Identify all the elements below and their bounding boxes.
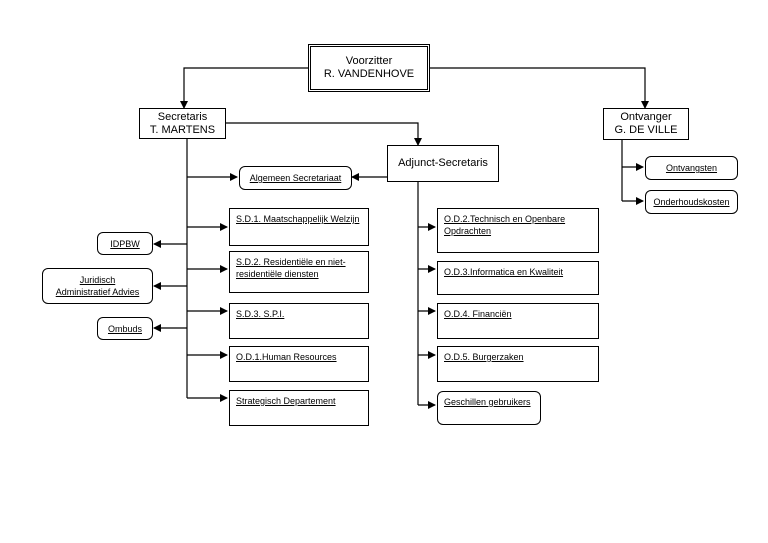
chairman-title: Voorzitter [345, 55, 393, 67]
receiver-unit-box: Ontvangsten [645, 156, 738, 180]
legal-advice-box: Juridisch Administratief Advies [42, 268, 153, 304]
receiver-title: Ontvanger [620, 111, 672, 123]
department-label: O.D.4. Financiën [444, 309, 512, 319]
ombuds-box: Ombuds [97, 317, 153, 340]
department-box: S.D.1. Maatschappelijk Welzijn [229, 208, 369, 246]
department-box: O.D.5. Burgerzaken [437, 346, 599, 382]
general-secretariat-box: Algemeen Secretariaat [239, 166, 352, 190]
secretary-box: Secretaris T. MARTENS [139, 108, 226, 139]
department-box: Geschillen gebruikers [437, 391, 541, 425]
secretary-title: Secretaris [157, 110, 208, 123]
receiver-unit-label: Onderhoudskosten [653, 197, 730, 207]
department-box: S.D.2. Residentiële en niet-residentiële… [229, 251, 369, 293]
deputy-box: Adjunct-Secretaris [387, 145, 499, 182]
department-box: Strategisch Departement [229, 390, 369, 426]
receiver-unit-box: Onderhoudskosten [645, 190, 738, 214]
idpbw-box: IDPBW [97, 232, 153, 255]
secretary-name: T. MARTENS [149, 123, 216, 136]
department-label: O.D.5. Burgerzaken [444, 352, 524, 362]
department-box: O.D.1.Human Resources [229, 346, 369, 382]
department-box: S.D.3. S.P.I. [229, 303, 369, 339]
department-box: O.D.4. Financiën [437, 303, 599, 339]
receiver-box: Ontvanger G. DE VILLE [603, 108, 689, 140]
department-label: S.D.1. Maatschappelijk Welzijn [236, 214, 360, 224]
chairman-box: Voorzitter R. VANDENHOVE [308, 44, 430, 92]
idpbw-label: IDPBW [110, 238, 140, 249]
department-label: Geschillen gebruikers [444, 397, 531, 407]
department-label: S.D.2. Residentiële en niet-residentiële… [236, 257, 346, 279]
department-box: O.D.2.Technisch en Openbare Opdrachten [437, 208, 599, 253]
department-label: O.D.2.Technisch en Openbare Opdrachten [444, 214, 566, 236]
department-label: O.D.3.Informatica en Kwaliteit [444, 267, 564, 277]
ombuds-label: Ombuds [107, 323, 142, 334]
department-box: O.D.3.Informatica en Kwaliteit [437, 261, 599, 295]
department-label: S.D.3. S.P.I. [236, 309, 285, 319]
chairman-name: R. VANDENHOVE [323, 68, 415, 80]
deputy-title: Adjunct-Secretaris [398, 157, 488, 169]
legal-advice-line1: Juridisch [79, 275, 116, 285]
department-label: Strategisch Departement [236, 396, 336, 406]
legal-advice-line2: Administratief Advies [55, 287, 140, 297]
department-label: O.D.1.Human Resources [236, 352, 337, 362]
general-secretariat-label: Algemeen Secretariaat [249, 173, 342, 183]
receiver-unit-label: Ontvangsten [665, 163, 718, 173]
receiver-name: G. DE VILLE [614, 124, 678, 136]
